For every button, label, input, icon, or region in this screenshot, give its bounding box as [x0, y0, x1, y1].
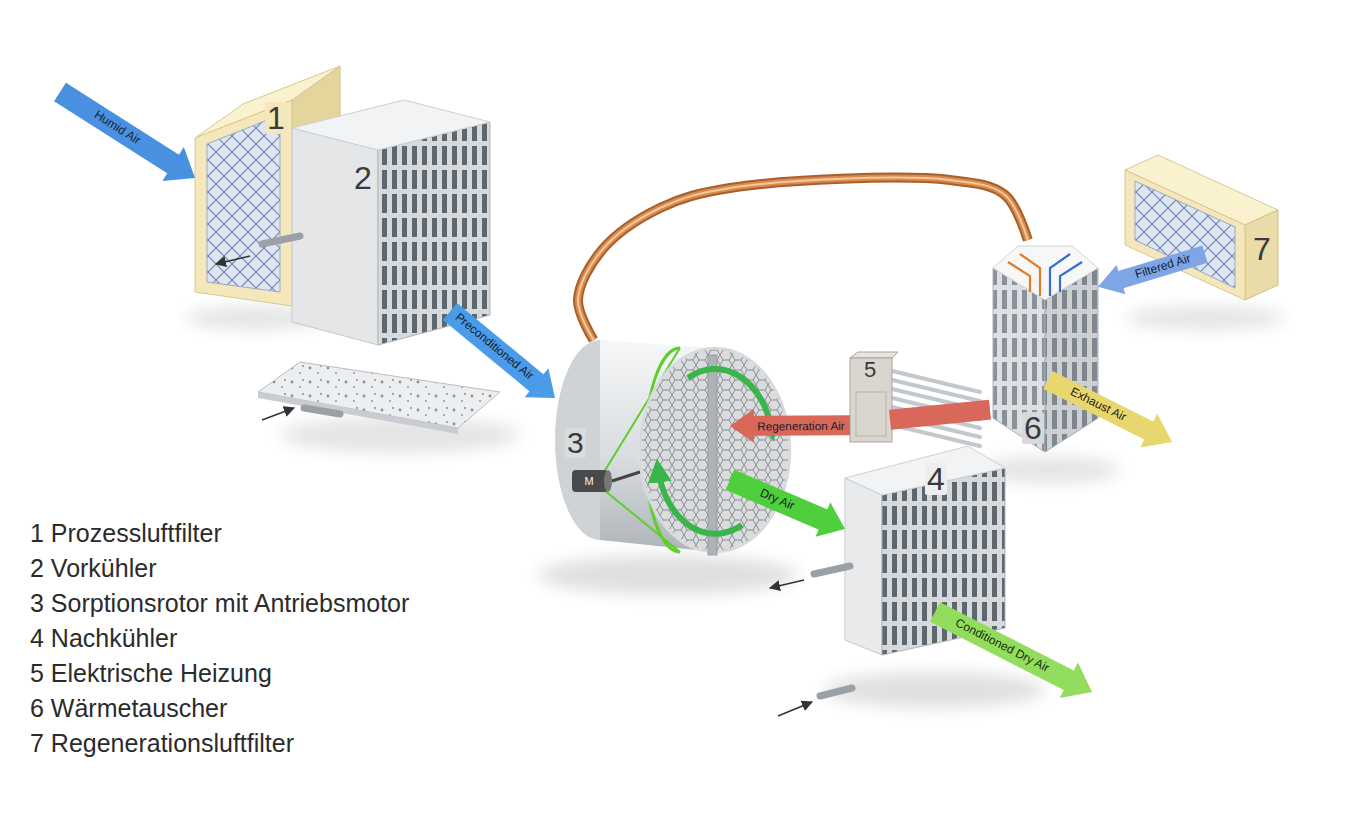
process-air-filter: 1: [195, 62, 295, 307]
legend-entry: 1 Prozessluftfilter: [30, 519, 222, 548]
regeneration-air-arrow: [730, 409, 850, 443]
callout-number: 4: [925, 463, 947, 495]
flow-band: [578, 178, 1028, 340]
pipe: [814, 566, 850, 574]
drip-tray-lip: [258, 392, 458, 434]
legend-entry: 5 Elektrische Heizung: [30, 659, 272, 688]
humid-air-arrow: [54, 83, 195, 181]
conditioned-air-arrow: [930, 602, 1092, 698]
callout-number: 7: [1251, 233, 1273, 265]
legend-entry: 6 Wärmetauscher: [30, 694, 227, 723]
drive-motor: [572, 470, 608, 492]
flow-band: [890, 410, 990, 420]
heat-exchanger: 6: [990, 240, 1098, 452]
rotation-arrow: [658, 468, 742, 534]
flow-leader: [216, 256, 250, 264]
arrowhead: [730, 409, 754, 443]
callout-number: 6: [1022, 412, 1044, 444]
callout-number: 3: [565, 428, 586, 458]
pipe: [820, 688, 852, 696]
flow-band: [753, 415, 850, 436]
filter-mesh: [207, 115, 280, 292]
callout-number: 1: [265, 102, 287, 134]
flow-label: Filtered Air: [1131, 251, 1194, 282]
air-label: Humid Air: [89, 107, 144, 149]
shadow: [1125, 306, 1285, 330]
heater-box: [850, 358, 892, 442]
flow-leader: [778, 702, 812, 716]
electric-heater: 5: [850, 355, 890, 445]
air-label: Conditioned Dry Air: [951, 615, 1053, 676]
motor-end: [604, 470, 612, 492]
callout-number: 2: [352, 162, 374, 194]
cooler-top: [292, 100, 490, 150]
exchanger-channel: [1050, 254, 1082, 296]
callout-number: 5: [862, 359, 878, 381]
flow-leader: [262, 408, 294, 420]
flow-label: Dry Air: [756, 486, 798, 514]
arrowhead: [816, 502, 845, 536]
flow-leader: [770, 580, 804, 588]
legend-entry: 7 Regenerationsluftfilter: [30, 729, 294, 758]
flow-band-highlight: [578, 178, 1028, 340]
cooler-top: [845, 446, 1005, 495]
heater-frame: [856, 392, 886, 436]
flow-label: Regeneration Air: [756, 418, 848, 432]
shadow: [538, 555, 798, 595]
after-cooler: 4: [845, 455, 1007, 655]
cooler-grille: [378, 122, 490, 345]
heater-top: [850, 352, 898, 358]
pipe: [262, 236, 300, 244]
exchanger-top: [993, 246, 1098, 300]
filter-frame-side: [1245, 210, 1278, 300]
sorption-rotor: 3: [555, 340, 730, 555]
arrowhead: [1098, 265, 1125, 294]
motor-symbol-label: M: [582, 475, 595, 488]
sector-plate: [708, 355, 717, 555]
regeneration-air-band: [890, 410, 990, 420]
flow-band-highlight: [578, 178, 1028, 340]
flow-band: [730, 480, 824, 520]
pipe: [304, 408, 340, 414]
exchanger-channel: [1008, 254, 1040, 296]
shadow: [825, 672, 1045, 708]
legend-entry: 4 Nachkühler: [30, 624, 177, 653]
regeneration-air-filter: 7: [1205, 165, 1277, 300]
dry-air-arrow: [730, 480, 845, 537]
air-label: Exhaust Air: [1066, 384, 1130, 425]
flow-label: Preconditioned Air: [450, 310, 537, 385]
pre-cooler: 2: [300, 120, 450, 348]
legend-entry: 2 Vorkühler: [30, 554, 156, 583]
motor-shaft: [612, 472, 640, 481]
copper-duct: [578, 178, 1028, 340]
legend-entry: 3 Sorptionsrotor mit Antriebsmotor: [30, 589, 409, 618]
exhaust-air-arrow: [1044, 371, 1173, 447]
filter-frame: [195, 100, 292, 306]
cooler-side: [292, 128, 378, 345]
